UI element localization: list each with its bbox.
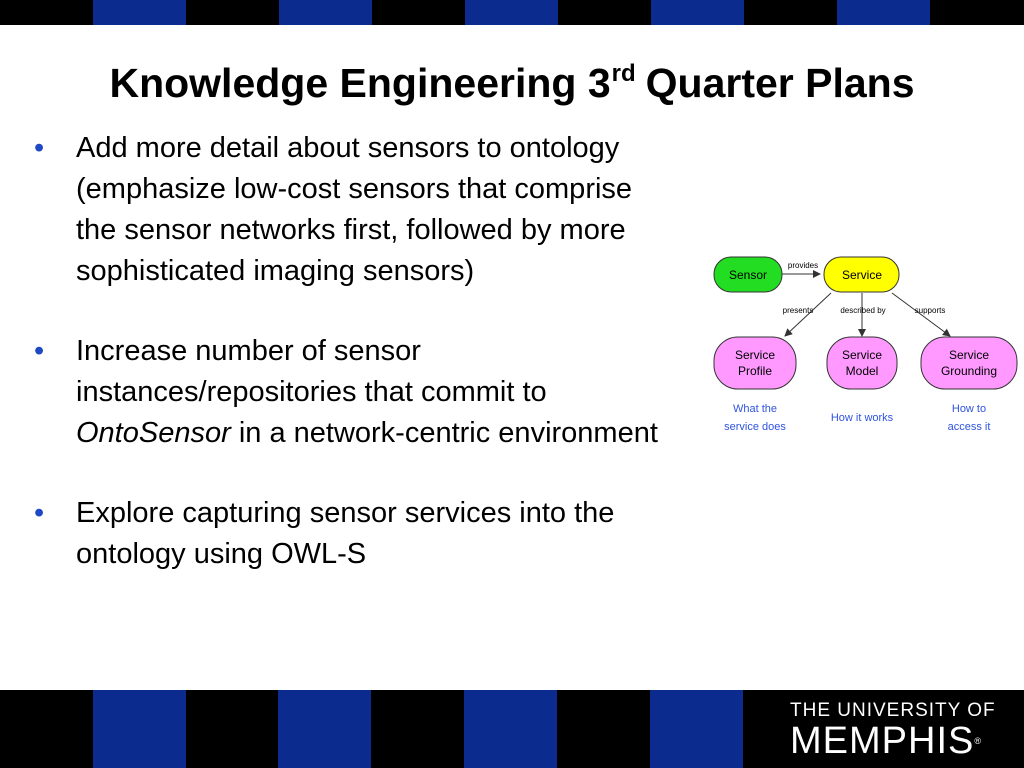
node-service [823,256,900,293]
title-superscript: rd [611,60,636,87]
bullet-item: • Add more detail about sensors to ontol… [34,128,774,292]
bullet-line: sophisticated imaging sensors) [76,255,475,287]
bullet-list: • Add more detail about sensors to ontol… [34,128,774,614]
node-service-grounding [920,336,1018,390]
bullet-text: Add more detail about sensors to ontolog… [76,128,774,292]
node-sensor [713,256,783,293]
stripe-blue [465,0,558,25]
edge-label-described-by: described by [840,306,885,315]
stripe-blue [279,0,372,25]
node-grounding-label-2: Grounding [941,364,997,378]
bullet-icon: • [34,132,45,164]
stripe-black [744,0,837,25]
caption-grounding-2: access it [948,421,991,433]
stripe-blue [93,0,186,25]
stripe-black-logo-area [742,690,1024,768]
node-service-profile [713,336,797,390]
bullet-icon: • [34,497,45,529]
slide-title: Knowledge Engineering 3rd Quarter Plans [0,60,1024,107]
node-service-label: Service [842,268,882,282]
logo-memphis-text: MEMPHIS [790,720,975,762]
stripe-black [372,0,465,25]
edge-label-presents: presents [783,306,814,315]
stripe-black [558,0,651,25]
stripe-black [371,690,465,768]
bullet-line: Add more detail about sensors to ontolog… [76,132,620,164]
stripe-black [0,690,93,768]
bullet-line: the sensor networks first, followed by m… [76,214,626,246]
edge-label-provides: provides [788,261,818,270]
caption-profile-2: service does [724,421,786,433]
stripe-black [930,0,1024,25]
bullet-item: • Explore capturing sensor services into… [34,493,774,575]
node-profile-label-1: Service [735,348,775,362]
stripe-blue [92,690,186,768]
stripe-black [556,690,650,768]
bullet-line: (emphasize low-cost sensors that compris… [76,173,633,205]
logo-line-university: THE UNIVERSITY OF [790,700,996,721]
stripe-black [185,690,279,768]
node-model-label-2: Model [846,364,879,378]
bullet-line: Explore capturing sensor services into t… [76,497,615,529]
caption-model: How it works [831,412,894,424]
node-grounding-label-1: Service [949,348,989,362]
stripe-black [186,0,279,25]
bullet-line-rest: in a network-centric environment [230,417,658,449]
caption-profile-1: What the [733,403,777,415]
node-profile-label-2: Profile [738,364,772,378]
bullet-line: Increase number of sensor [76,335,421,367]
owl-s-diagram: provides presents described by supports … [713,256,1018,433]
edge-label-supports: supports [915,306,946,315]
ontosensor-term: OntoSensor [76,417,231,449]
bullet-line: ontology using OWL-S [76,538,367,570]
bottom-stripe-bar [0,690,1024,768]
stripe-blue [651,0,744,25]
top-stripe-bar [0,0,1024,25]
stripe-blue [837,0,930,25]
title-main: Knowledge Engineering 3 [109,60,611,106]
registered-mark: ® [974,736,982,746]
bullet-text: Explore capturing sensor services into t… [76,493,774,575]
node-sensor-label: Sensor [729,268,767,282]
stripe-blue [278,690,372,768]
node-service-model [826,336,898,390]
stripe-blue [464,690,557,768]
title-rest: Quarter Plans [645,60,915,106]
stripe-black [0,0,93,25]
bullet-line: instances/repositories that commit to [76,376,547,408]
node-model-label-1: Service [842,348,882,362]
caption-grounding-1: How to [952,403,986,415]
university-logo: THE UNIVERSITY OF MEMPHIS® [790,700,996,760]
edge-supports [891,292,951,337]
edge-presents [784,292,832,337]
bullet-text: Increase number of sensor instances/repo… [76,331,774,454]
bullet-icon: • [34,335,45,367]
bullet-line: OntoSensor in a network-centric environm… [76,417,658,449]
bullet-item: • Increase number of sensor instances/re… [34,331,774,454]
logo-line-memphis: MEMPHIS® [790,722,990,760]
stripe-blue [649,690,743,768]
